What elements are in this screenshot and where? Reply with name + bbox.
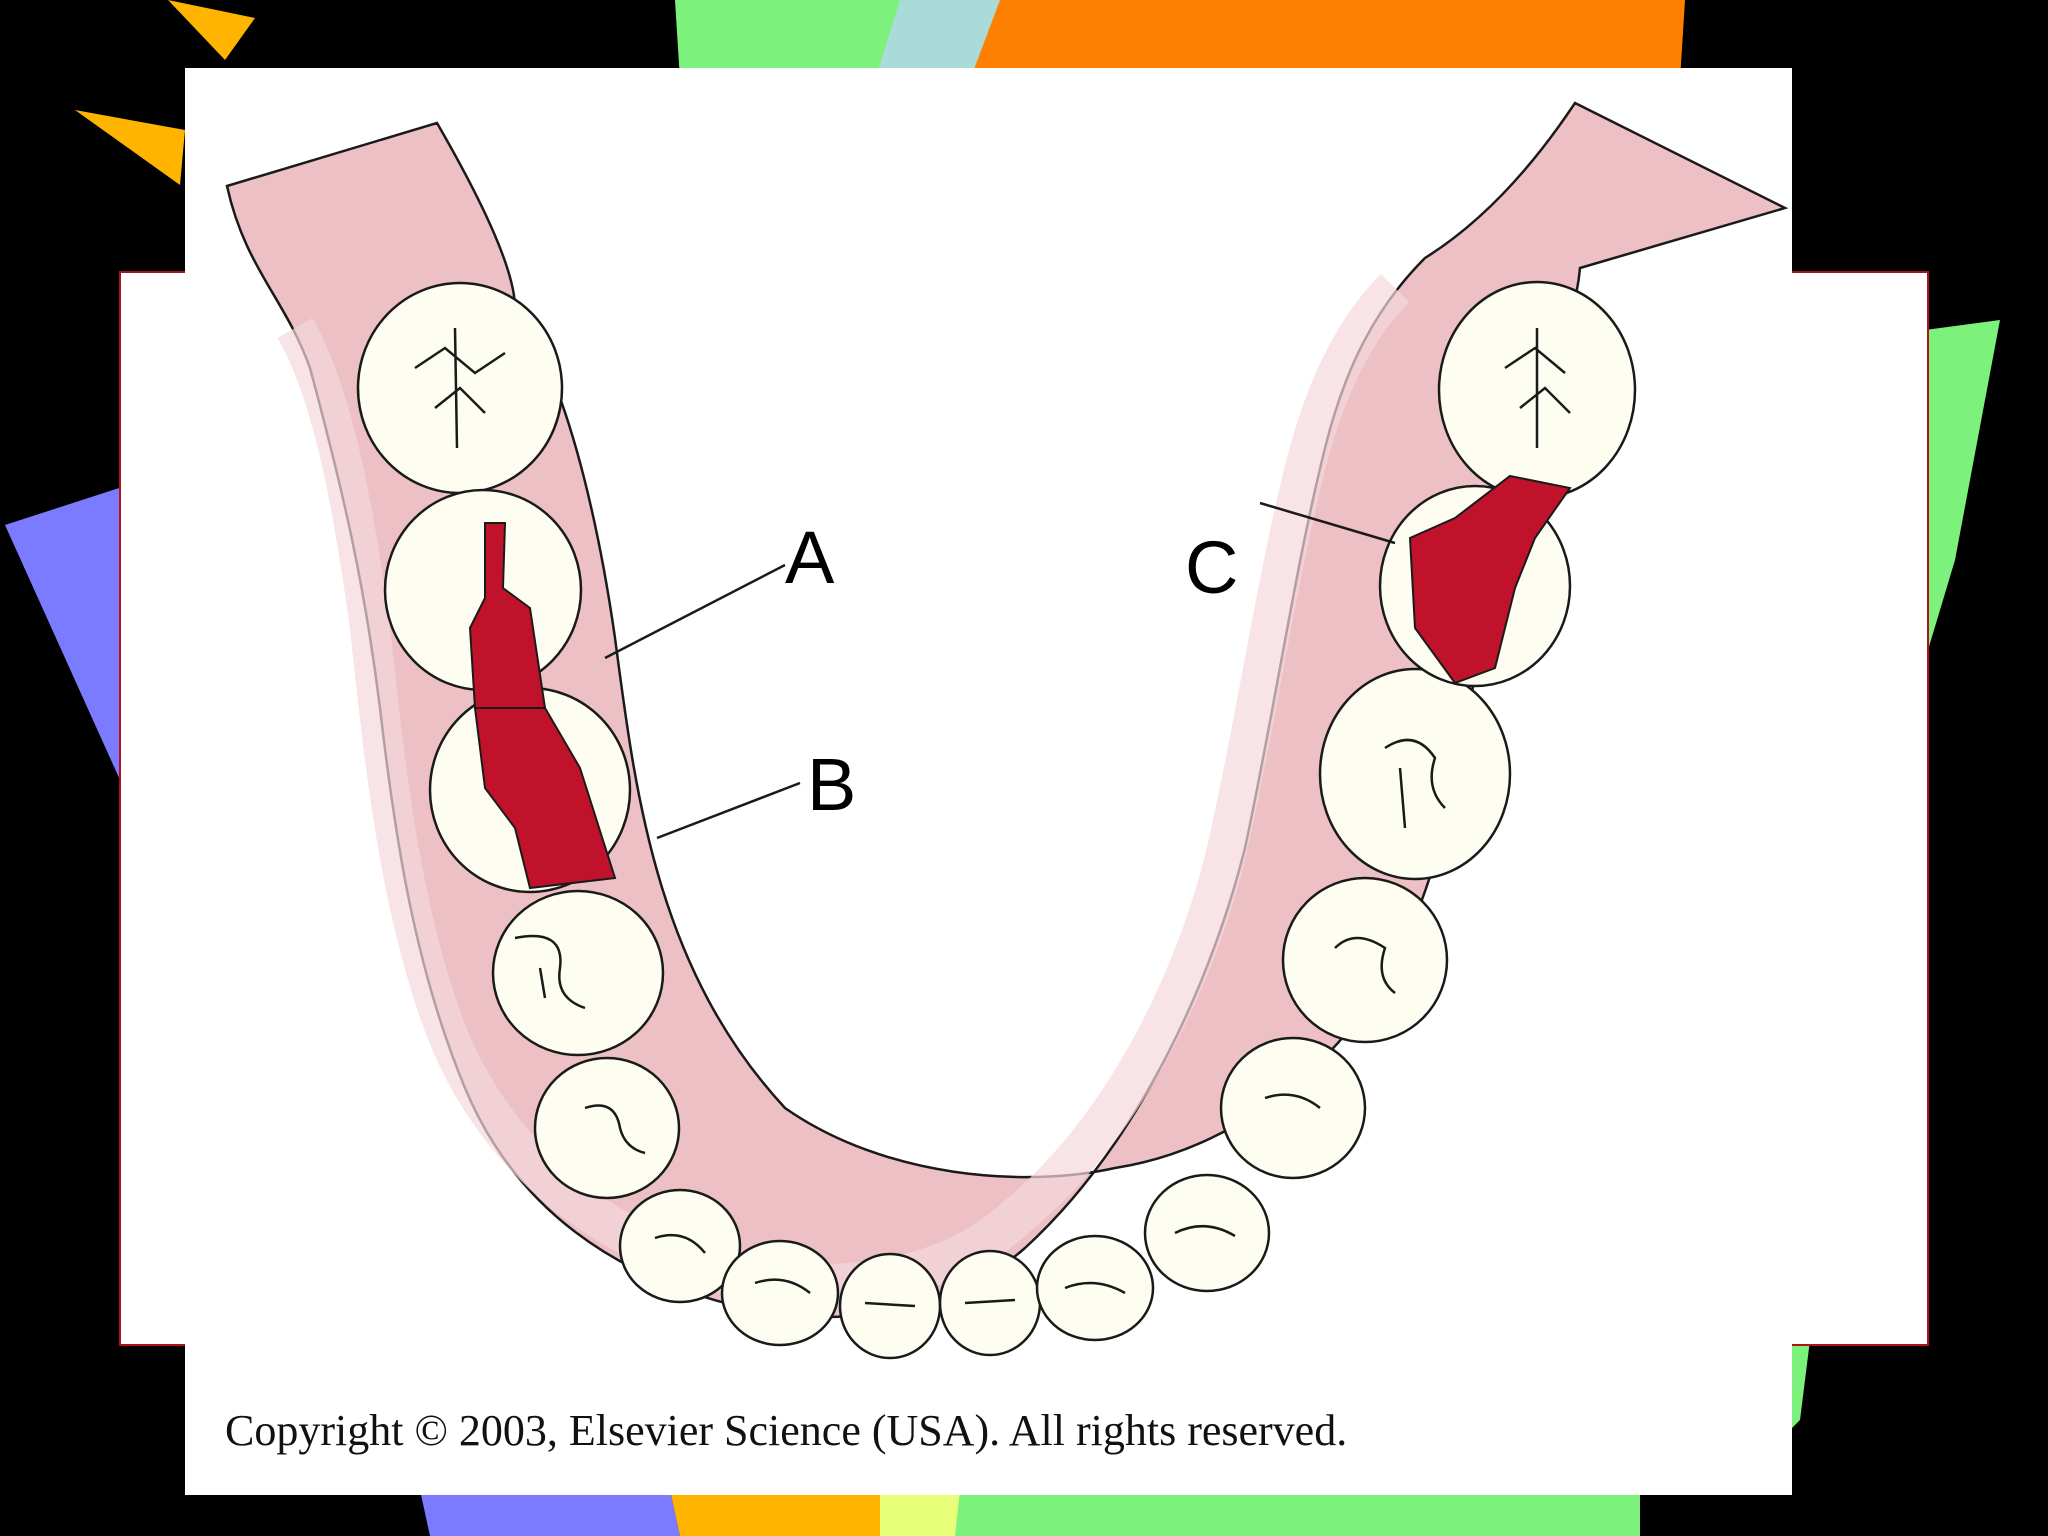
restoration-c [1408,474,1572,685]
restorations [468,474,1572,890]
leader-line-b [656,781,801,840]
bg-shape-bottom-green [880,1490,1640,1536]
label-a: A [785,516,835,599]
bg-shape-green-bottom-right [1790,1340,1810,1430]
tooth-left-premolar-2 [491,889,665,1057]
tooth-left-incisor-1 [838,1252,942,1360]
bg-shape-bottom-lime [880,1490,960,1536]
leader-line-c [1259,501,1396,545]
figure-card: A B C Copyright © 2003, Elsevier Science… [185,68,1792,1495]
bg-shape-orange-top [970,0,1685,80]
label-b: B [807,743,856,826]
tooth-right-incisor-2 [1035,1234,1155,1342]
bg-shape-yellow-a [168,0,255,60]
teeth-left [356,281,942,1360]
tooth-left-premolar-1 [533,1056,681,1200]
label-c: C [1185,526,1238,609]
tooth-right-premolar-2 [1281,876,1449,1044]
bg-shape-green-right [1925,320,2000,660]
bg-shape-yellow-b [75,110,185,185]
dental-arch-diagram: A B C [225,101,1789,1360]
bg-shape-bottom-yellow [670,1490,880,1536]
tooth-right-molar-1 [1318,667,1512,881]
restoration-b [473,707,617,890]
bg-shape-bottom-purple [420,1490,680,1536]
tooth-right-incisor-1 [938,1249,1042,1357]
tooth-left-canine [618,1188,742,1304]
tooth-grooves [414,327,1571,1308]
leader-line-a [604,563,786,660]
tooth-left-incisor-2 [720,1239,840,1347]
leader-lines [604,501,1396,840]
tooth-right-premolar-1 [1219,1036,1367,1180]
copyright-notice: Copyright © 2003, Elsevier Science (USA)… [225,1406,1348,1455]
tooth-right-canine [1143,1173,1271,1293]
